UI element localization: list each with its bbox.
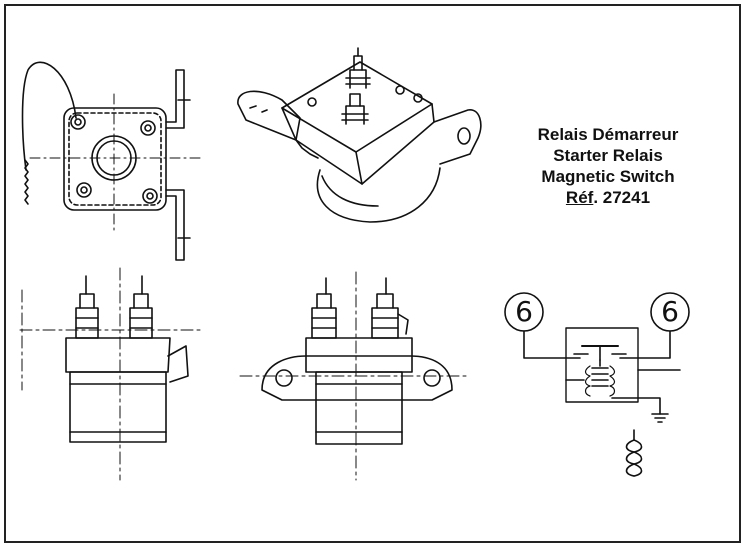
wiring-schematic — [504, 292, 690, 477]
reference-prefix: Réf — [565, 188, 594, 207]
reference-code: . 27241 — [593, 188, 651, 207]
terminal-label-left: 6 — [515, 295, 533, 328]
title-french: Relais Démarreur — [537, 125, 679, 144]
isometric-view — [237, 47, 482, 223]
title-german: Starter Relais — [553, 146, 663, 165]
terminal-label-right: 6 — [661, 295, 679, 328]
side-elevation — [19, 267, 201, 481]
front-elevation — [239, 271, 471, 481]
wire-lead — [21, 61, 77, 205]
drawing-border — [4, 4, 741, 543]
title-block: Relais Démarreur Starter Relais Magnetic… — [498, 124, 718, 208]
reference-number: Réf. 27241 — [498, 187, 718, 208]
title-english: Magnetic Switch — [541, 167, 675, 186]
top-view-plate — [29, 69, 201, 261]
